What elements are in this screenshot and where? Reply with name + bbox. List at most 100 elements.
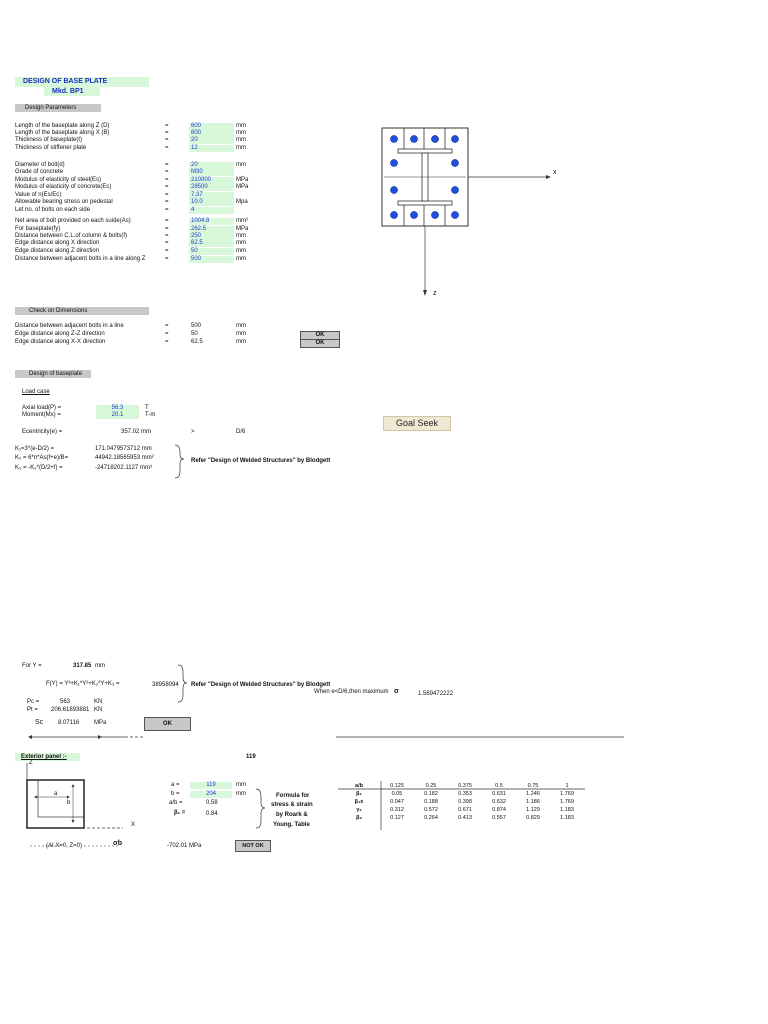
table-row-header: β₁	[356, 791, 362, 797]
param-unit: mm	[236, 256, 246, 262]
anchor-bolts	[390, 135, 459, 219]
param-equals: =	[165, 137, 169, 143]
panel-z-label: Z	[29, 760, 33, 766]
sigma-b-status: NOT OK	[235, 840, 271, 852]
param-value: 600	[189, 130, 234, 137]
sc-label: Sc	[35, 719, 44, 726]
table-cell: 0.5	[495, 783, 503, 789]
param-unit: mm	[236, 137, 246, 143]
param-equals: =	[165, 218, 169, 224]
pc-value: 563	[60, 699, 71, 705]
title-line-2: Mkd. BP1	[44, 87, 100, 96]
z-axis-arrow	[423, 290, 427, 296]
param-label: Value of n(Es/Ec)	[15, 192, 62, 198]
table-cell: 0.631	[492, 791, 506, 797]
table-cell: 0.188	[424, 799, 438, 805]
param-unit: Mpa	[236, 199, 248, 205]
table-cell: 1.183	[560, 807, 574, 813]
table-cell: 0.671	[458, 807, 472, 813]
param-value: 28500	[189, 184, 234, 191]
table-cell: 0.75	[527, 783, 539, 789]
table-row-header: β₂	[356, 815, 362, 821]
param-value: 500	[189, 256, 234, 263]
param-equals: =	[165, 145, 169, 151]
pc-label: Pc =	[27, 699, 40, 705]
param-value: 10.0	[189, 199, 234, 206]
param-equals: =	[165, 226, 169, 232]
check-label: Edge distance along Z-Z direction	[15, 331, 105, 337]
param-value: 210000	[189, 177, 234, 184]
table-cell: 0.353	[458, 791, 472, 797]
max-stress-condition: When e<D/6,then maximum	[314, 689, 389, 695]
formula-line-4: Young. Table	[273, 822, 310, 828]
param-label: Edge distance along Z direction	[15, 248, 100, 254]
check-unit: mm	[236, 323, 246, 329]
k1-label: K₁=3*(e-D/2) =	[15, 446, 55, 452]
sigma-b-label: σb	[113, 840, 123, 847]
check-unit: mm	[236, 339, 246, 345]
table-cell: 0.05	[391, 791, 403, 797]
check-value: 50	[191, 331, 198, 337]
panel-x-label: X	[131, 822, 136, 828]
table-cell: 0.25	[425, 783, 437, 789]
table-cell: 1.129	[526, 807, 540, 813]
param-label: For baseplate(fy)	[15, 226, 61, 232]
formula-line-2: stress & strain	[271, 802, 313, 808]
param-label: Length of the baseplate along X (B)	[15, 130, 110, 136]
b-label: b =	[171, 791, 180, 797]
table-row-header: γ₁	[356, 807, 362, 813]
title-line-1: DESIGN OF BASE PLATE	[15, 77, 149, 87]
param-label: Let no. of bolts on each side	[15, 207, 91, 213]
param-equals: =	[165, 199, 169, 205]
table-cell: 1.183	[560, 815, 574, 821]
x-axis-label: x	[553, 169, 557, 176]
param-label: Distance between adjacent bolts in a lin…	[15, 256, 146, 262]
table-cell: 0.375	[458, 783, 472, 789]
k1-value: 171.0479573712 mm	[95, 446, 152, 452]
blodgett-reference-1: Refer "Design of Welded Structures" by B…	[191, 458, 331, 464]
goal-seek-button[interactable]: Goal Seek	[383, 416, 451, 431]
param-label: Distance between C.L.of column & bolts(f…	[15, 233, 128, 239]
bolt	[451, 159, 459, 167]
param-unit: mm	[236, 130, 246, 136]
table-row-header: β₁x	[354, 799, 364, 805]
pc-unit: KN	[94, 699, 103, 705]
design-baseplate-header: Design of baseplate	[15, 370, 91, 378]
blodgett-reference-2: Refer "Design of Welded Structures" by B…	[191, 682, 331, 688]
table-cell: 0.398	[458, 799, 472, 805]
param-equals: =	[165, 248, 169, 254]
check-dimensions-header: Check on Dimensions	[15, 307, 149, 315]
fy-value: 38958094	[152, 682, 179, 688]
param-label: Edge distance along X direction	[15, 240, 100, 246]
param-label: Modulus of elasticity of steel(Es)	[15, 177, 102, 183]
sc-value: 8.07116	[58, 720, 80, 726]
pt-unit: KN	[94, 707, 103, 713]
ab-value: 0.58	[206, 800, 218, 806]
table-row-header: a/b	[355, 783, 363, 789]
b-unit: mm	[236, 791, 246, 797]
table-cell: 1.186	[526, 799, 540, 805]
bolt	[431, 211, 439, 219]
formula-line-3: by Roark &	[276, 812, 308, 818]
a-unit: mm	[236, 782, 246, 788]
param-unit: mm	[236, 248, 246, 254]
at-origin-text: (At X=0, Z=0)	[46, 843, 83, 849]
param-unit: mm	[236, 123, 246, 129]
param-equals: =	[165, 233, 169, 239]
k2-label: K₂ = 6*n*As(f+e)/B=	[15, 455, 69, 461]
table-cell: 0.182	[424, 791, 438, 797]
table-cell: 0.413	[458, 815, 472, 821]
param-equals: =	[165, 130, 169, 136]
load-case-label: Load case	[22, 389, 50, 395]
k3-label: K₃ = -K₂*(D/2+f) =	[15, 465, 63, 471]
table-cell: 0.125	[390, 783, 404, 789]
moment-value: 20.1	[96, 412, 139, 419]
param-value: 62.5	[189, 240, 234, 247]
moment-unit: T-m	[145, 412, 156, 418]
param-unit: mm	[236, 233, 246, 239]
